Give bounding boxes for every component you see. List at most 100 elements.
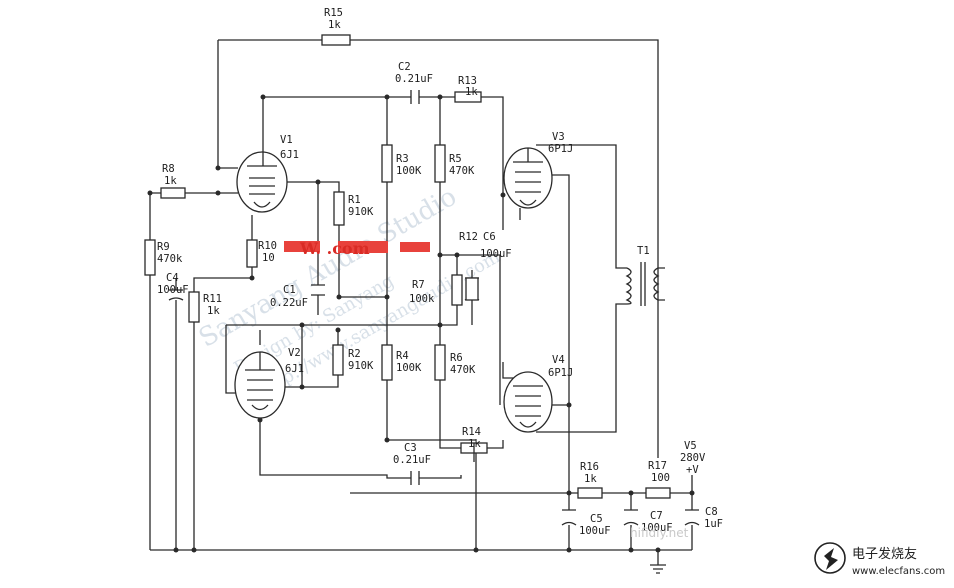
label-R3-ref: R3 <box>396 153 409 165</box>
resistor-R9 <box>144 239 156 276</box>
label-R8-ref: R8 <box>162 163 175 175</box>
label-R6-value: 470K <box>450 364 476 376</box>
resistor-R16 <box>577 487 603 499</box>
label-R7-value: 100k <box>409 293 435 305</box>
label-R12-ref: R12 <box>459 231 478 243</box>
logo-url: www.elecfans.com <box>852 566 945 577</box>
transformer-T1 <box>625 262 660 306</box>
label-R8-value: 1k <box>164 175 177 187</box>
resistor-R13 <box>454 91 482 103</box>
tube-V2 <box>234 351 286 419</box>
label-C2-value: 0.21uF <box>395 73 433 85</box>
capacitor-C5 <box>561 509 577 526</box>
label-R6-ref: R6 <box>450 352 463 364</box>
label-R11-value: 1k <box>207 305 220 317</box>
label-R1-ref: R1 <box>348 194 361 206</box>
resistor-R7 <box>451 274 463 306</box>
resistor-R15 <box>321 34 351 46</box>
label-R3-value: 100K <box>396 165 422 177</box>
label-R10-value: 10 <box>262 252 275 264</box>
label-C8-value: 1uF <box>704 518 723 530</box>
resistor-R10 <box>246 239 258 268</box>
label-R13-ref: R13 <box>458 75 477 87</box>
label-R4-ref: R4 <box>396 350 409 362</box>
label-C8-ref: C8 <box>705 506 718 518</box>
label-R10-ref: R10 <box>258 240 277 252</box>
label-C6-value: 100uF <box>480 248 512 260</box>
label-R17-ref: R17 <box>648 460 667 472</box>
resistor-R1 <box>333 191 345 226</box>
wires <box>149 39 693 574</box>
red-watermark: W. .com <box>284 239 430 258</box>
label-R17-value: 100 <box>651 472 670 484</box>
label-R4-value: 100K <box>396 362 422 374</box>
logo-bolt-icon <box>824 548 838 570</box>
label-R9-ref: R9 <box>157 241 170 253</box>
label-R1-value: 910K <box>348 206 374 218</box>
resistor-R11 <box>188 291 200 323</box>
label-C3-ref: C3 <box>404 442 417 454</box>
red-watermark-text: W. .com <box>299 239 370 258</box>
resistor-R17 <box>645 487 671 499</box>
label-R15-value: 1k <box>328 19 341 31</box>
tube-V1 <box>236 151 288 213</box>
label-R7-ref: R7 <box>412 279 425 291</box>
capacitor-C2 <box>410 90 420 104</box>
label-V1-value: 6J1 <box>280 149 299 161</box>
logo-circle-icon <box>814 542 846 574</box>
capacitors <box>168 90 700 526</box>
label-C4-value: 100uF <box>157 284 189 296</box>
label-R14-value: 1k <box>468 438 481 450</box>
junctions <box>147 94 695 553</box>
label-C7-ref: C7 <box>650 510 663 522</box>
label-R2-value: 910K <box>348 360 374 372</box>
label-C3-value: 0.21uF <box>393 454 431 466</box>
resistors <box>144 34 671 499</box>
label-R2-ref: R2 <box>348 348 361 360</box>
label-C5-value: 100uF <box>579 525 611 537</box>
label-R16-ref: R16 <box>580 461 599 473</box>
label-C1-value: 0.22uF <box>270 297 308 309</box>
capacitor-C4 <box>168 289 184 301</box>
label-V2-value: 6J1 <box>285 363 304 375</box>
label-V3-value: 6P1J <box>548 143 573 155</box>
label-V1-ref: V1 <box>280 134 293 146</box>
resistor-R5 <box>434 144 446 183</box>
label-C4-ref: C4 <box>166 272 179 284</box>
label-T1-ref: T1 <box>637 245 650 257</box>
label-V5-sign: +V <box>686 464 699 476</box>
resistor-R2 <box>332 344 344 376</box>
capacitor-C1 <box>311 284 325 296</box>
resistor-R6 <box>434 344 446 381</box>
label-V2-ref: V2 <box>288 347 301 359</box>
resistor-R8 <box>160 187 186 199</box>
label-V5-value: 280V <box>680 452 706 464</box>
label-R14-ref: R14 <box>462 426 481 438</box>
logo-brand: 电子发烧友 <box>852 546 917 562</box>
elecfans-logo: 电子发烧友 www.elecfans.com <box>814 542 945 577</box>
label-V4-value: 6P1J <box>548 367 573 379</box>
label-V4-ref: V4 <box>552 354 565 366</box>
capacitor-C7 <box>623 509 639 526</box>
capacitor-C8 <box>684 509 700 526</box>
label-C5-ref: C5 <box>590 513 603 525</box>
watermark-line3: http://www.sanyangaudio.com <box>255 246 504 402</box>
label-C1-ref: C1 <box>283 284 296 296</box>
label-C6-ref: C6 <box>483 231 496 243</box>
labels: R15 1k C2 0.21uF R13 1k V1 6J1 V3 6P1J R… <box>157 7 723 537</box>
label-R16-value: 1k <box>584 473 597 485</box>
capacitor-C3 <box>410 471 420 485</box>
tube-V4 <box>503 371 553 433</box>
label-R5-ref: R5 <box>449 153 462 165</box>
watermark-site-faint: hifidiy.net <box>630 526 689 540</box>
label-R5-value: 470K <box>449 165 475 177</box>
label-C7-value: 100uF <box>641 522 673 534</box>
label-V5-ref: V5 <box>684 440 697 452</box>
resistor-R3 <box>381 144 393 183</box>
label-R9-value: 470k <box>157 253 183 265</box>
label-C2-ref: C2 <box>398 61 411 73</box>
resistor-R4 <box>381 344 393 381</box>
label-R11-ref: R11 <box>203 293 222 305</box>
